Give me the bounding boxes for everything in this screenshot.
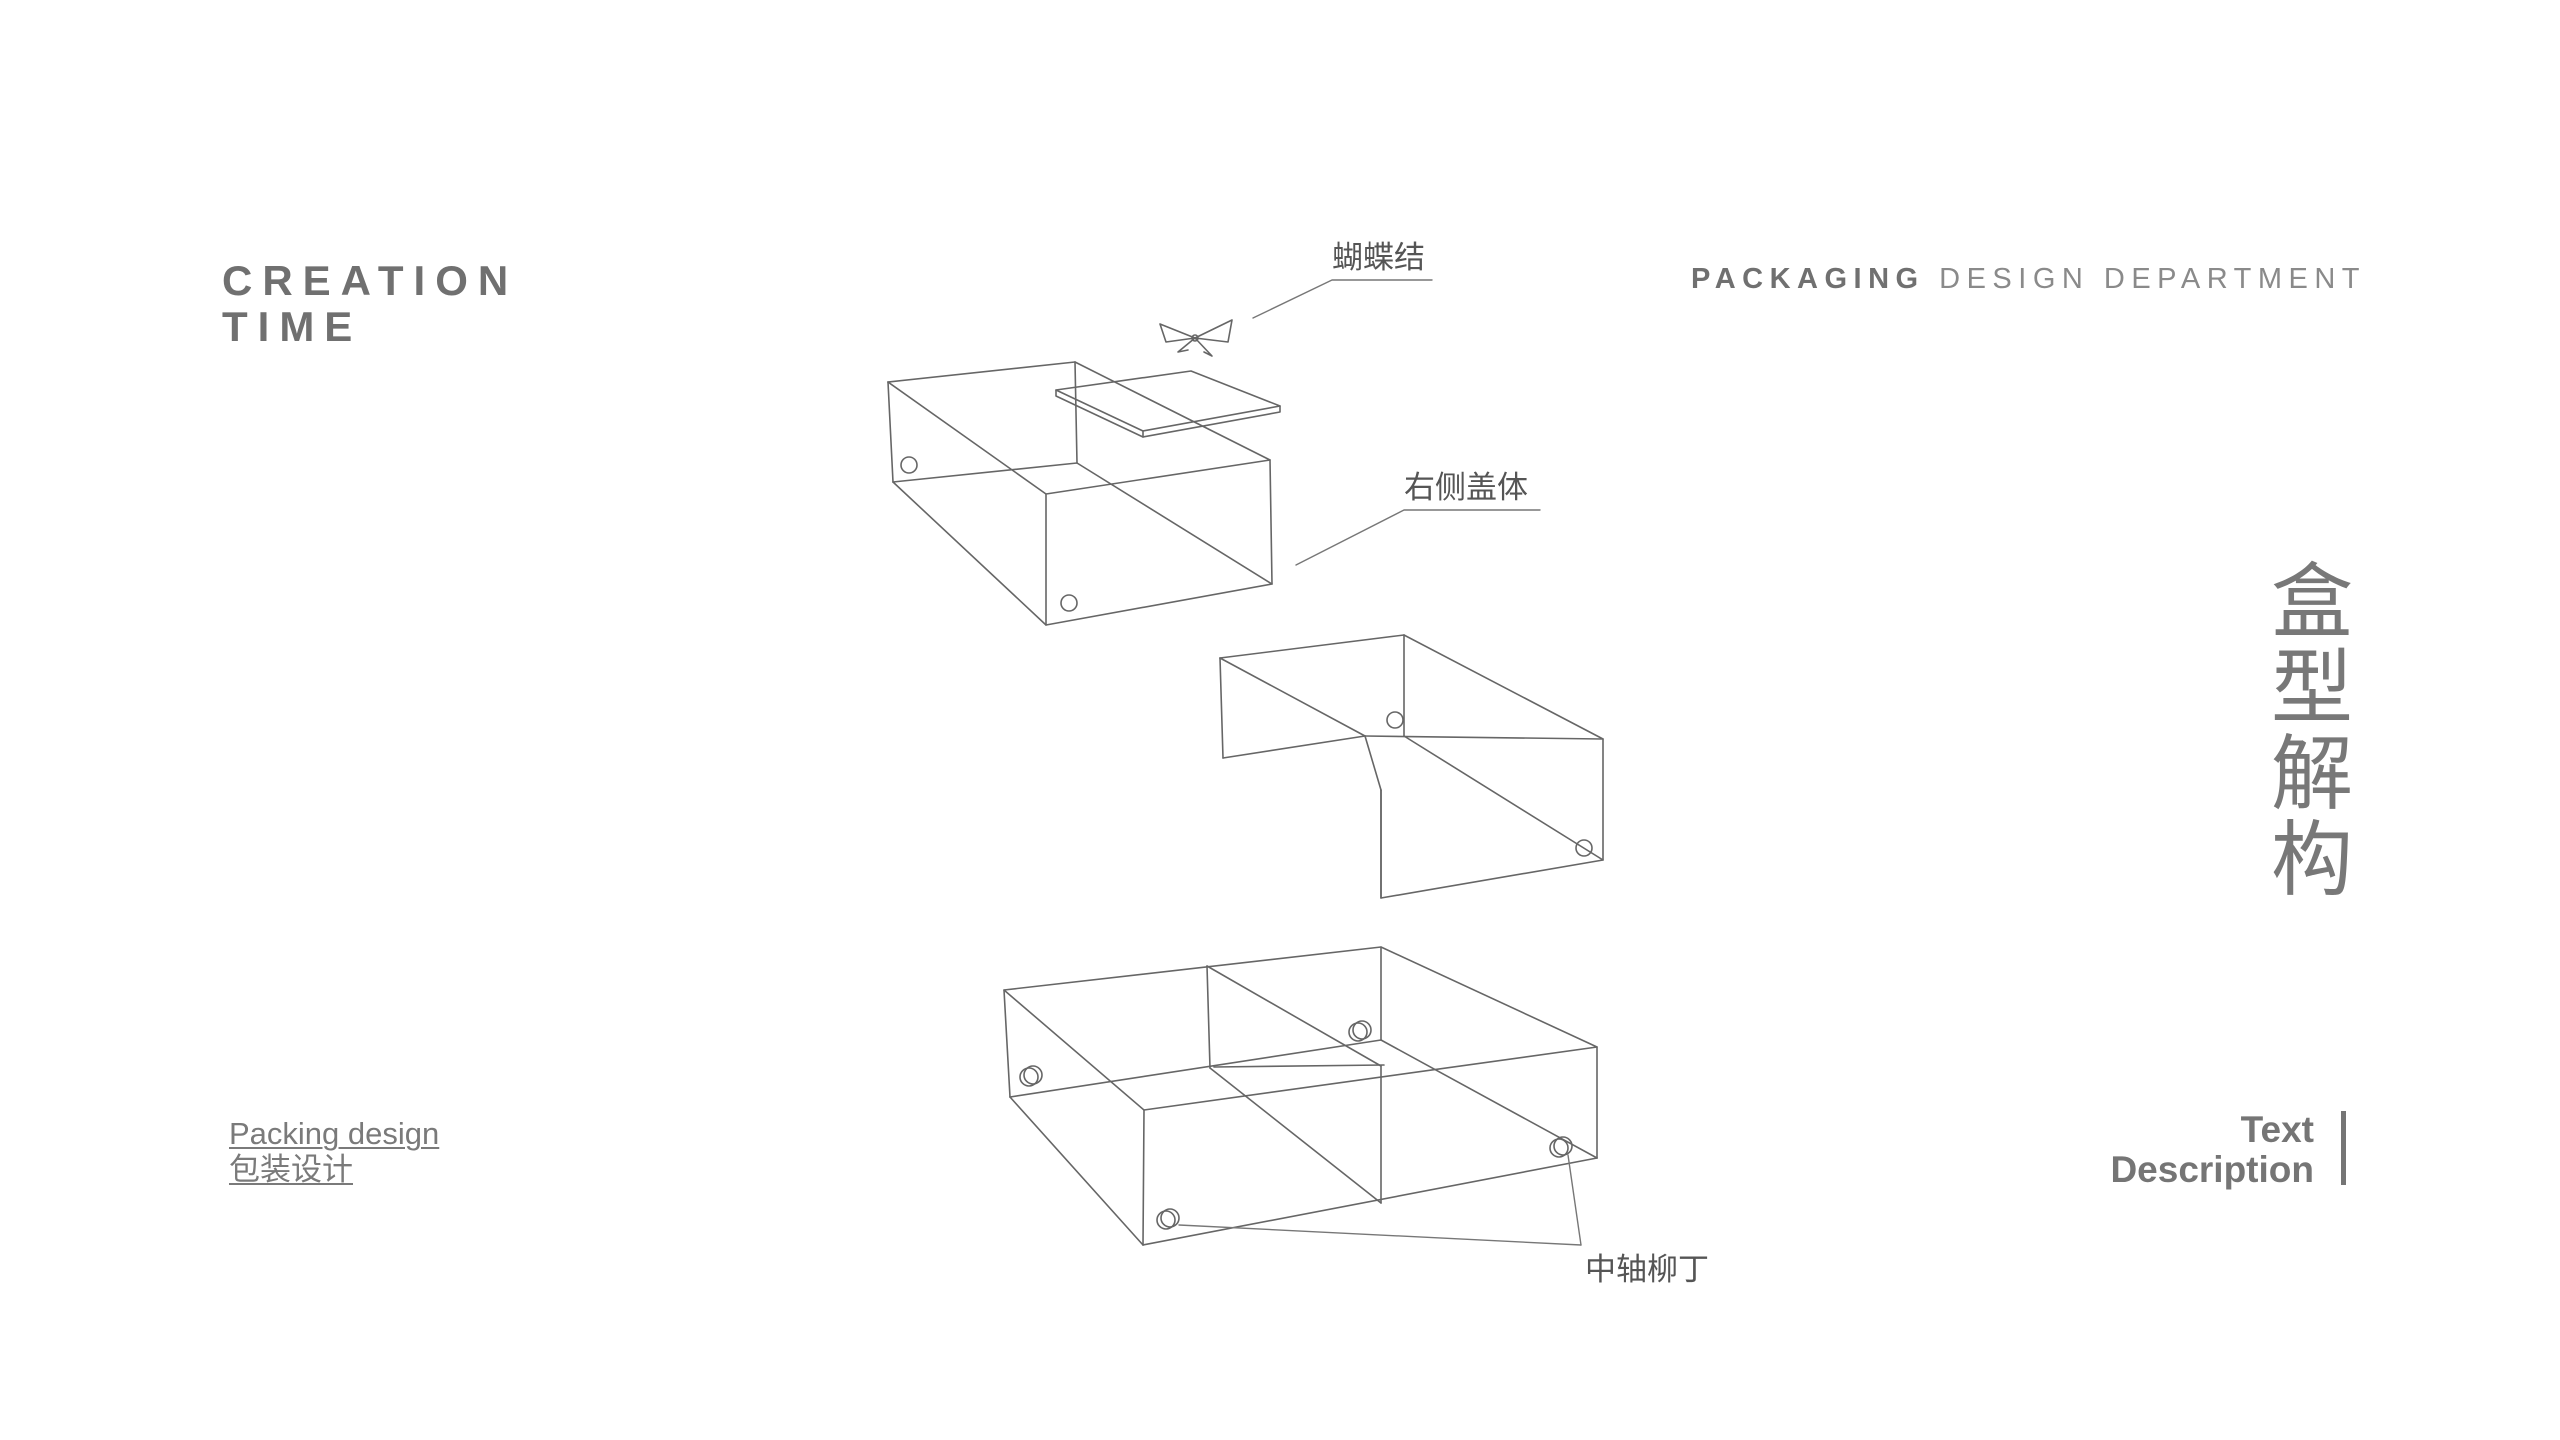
vertical-title-char: 型 — [2270, 641, 2353, 736]
vertical-title-char: 解 — [2270, 727, 2353, 822]
vertical-title-char: 构 — [2270, 813, 2353, 908]
bottom-tray-wireframe — [1003, 946, 1598, 1246]
description-accent-bar — [2341, 1111, 2346, 1185]
callout-axis-pin: 中轴柳丁 — [1585, 1252, 1709, 1288]
vertical-title: 盒 型 解 构 — [2262, 560, 2362, 904]
pin-icon — [1549, 1136, 1573, 1158]
leader-lines — [1178, 279, 1582, 1246]
callout-right-lid: 右侧盖体 — [1404, 470, 1528, 506]
lid-plate — [1055, 370, 1281, 438]
packing-design-label: Packing design 包装设计 — [229, 1116, 439, 1188]
packing-design-en: Packing design — [229, 1116, 440, 1151]
callout-bow: 蝴蝶结 — [1332, 240, 1425, 276]
middle-piece-wireframe — [1219, 634, 1604, 899]
department-header: PACKAGING DESIGN DEPARTMENT — [1691, 263, 2366, 296]
title-line-1: CREATION — [222, 257, 519, 304]
text-description-line1: Text — [2240, 1109, 2314, 1150]
pin-icon — [1156, 1208, 1180, 1230]
creation-time-title: CREATION TIME — [222, 258, 518, 350]
pin-icon — [1348, 1020, 1372, 1042]
text-description: Text Description — [2110, 1110, 2314, 1190]
dept-light-text: DESIGN DEPARTMENT — [1939, 263, 2366, 295]
top-box-wireframe — [887, 361, 1273, 626]
packing-design-zh: 包装设计 — [229, 1152, 353, 1187]
text-description-line2: Description — [2110, 1149, 2314, 1190]
bow-icon — [1159, 319, 1233, 357]
dept-strong-text: PACKAGING — [1691, 263, 1925, 295]
vertical-title-char: 盒 — [2270, 555, 2353, 650]
pin-icon — [1019, 1065, 1043, 1087]
title-line-2: TIME — [222, 303, 363, 350]
